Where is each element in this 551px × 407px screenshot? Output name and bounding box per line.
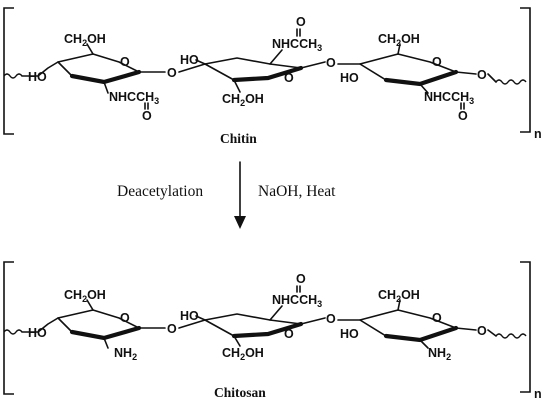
chitosan-right-bracket <box>520 261 531 393</box>
chitosan-glycosidic-oxygen-2: O <box>326 312 336 326</box>
chitin-right-chain-end <box>495 79 527 85</box>
chitosan-left-bracket <box>3 261 14 395</box>
reaction-right-label: NaOH, Heat <box>258 183 336 200</box>
chitin-ring3-ho: HO <box>340 71 359 85</box>
chitin-ring1-nhcch3: NHCCH3 <box>109 90 159 106</box>
deacetylation-step: Deacetylation NaOH, Heat <box>117 161 336 229</box>
chitin-ring3-ring-oxygen: O <box>432 55 442 69</box>
chitin-ring-2: O O NHCCH3 HO CH2OH <box>180 15 326 108</box>
chitosan-ring3-ho: HO <box>340 327 359 341</box>
chitin-ring-1: O CH2OH HO NHCCH3 O <box>21 32 166 123</box>
chitosan-ring3-nh2: NH2 <box>428 346 451 362</box>
reaction-arrowhead <box>234 216 246 229</box>
chitosan-left-chain-end <box>3 329 23 335</box>
chitin-ring3-carbonyl-o: O <box>458 109 468 123</box>
chitosan-ring2-ring-oxygen: O <box>284 327 294 341</box>
chitosan-ring1-nh2: NH2 <box>114 346 137 362</box>
chitin-ring1-ring-oxygen: O <box>120 55 130 69</box>
chitin-ring2-ho: HO <box>180 53 199 67</box>
chitosan-right-chain-end <box>495 333 527 339</box>
chitosan-glycosidic-oxygen-1: O <box>167 322 177 336</box>
chitosan-ring1-ch2oh: CH2OH <box>64 288 106 304</box>
chitosan-terminal-oxygen: O <box>477 324 487 338</box>
chitosan-ring1-ring-oxygen: O <box>120 311 130 325</box>
chitosan-ring-3: O CH2OH HO NH2 O <box>340 288 497 362</box>
chitosan-ring2-ch2oh: CH2OH <box>222 346 264 362</box>
chitin-ring3-ch2oh: CH2OH <box>378 32 420 48</box>
chitin-right-bracket <box>520 7 531 133</box>
chitin-ring1-carbonyl-o: O <box>142 109 152 123</box>
chitin-ring1-ho: HO <box>28 70 47 84</box>
chitin-ring-3: O CH2OH HO NHCCH3 O O <box>340 32 497 123</box>
chitin-glycosidic-oxygen-1: O <box>167 66 177 80</box>
chitin-left-bracket <box>3 7 14 135</box>
chitosan-structure: n O CH2OH HO NH2 O O O <box>3 261 542 401</box>
chitin-repeat-index: n <box>534 127 542 141</box>
chitin-ring2-ring-oxygen: O <box>284 71 294 85</box>
chitin-ring2-carbonyl-o: O <box>296 15 306 29</box>
chitin-ring2-ch2oh: CH2OH <box>222 92 264 108</box>
chitosan-ring2-ho: HO <box>180 309 199 323</box>
chitosan-ring1-ho: HO <box>28 326 47 340</box>
chitin-ring1-ch2oh: CH2OH <box>64 32 106 48</box>
chitosan-ring3-ch2oh: CH2OH <box>378 288 420 304</box>
chitin-caption: Chitin <box>220 131 257 146</box>
chitosan-ring3-ring-oxygen: O <box>432 311 442 325</box>
chitin-structure: n O CH2OH HO NHCCH3 O O <box>3 7 542 146</box>
chitin-glycosidic-oxygen-2: O <box>326 56 336 70</box>
chitin-terminal-oxygen: O <box>477 68 487 82</box>
chitosan-ring2-nhcch3: NHCCH3 <box>272 293 322 309</box>
chitin-ring2-nhcch3: NHCCH3 <box>272 37 322 53</box>
chitosan-ring-2: O O NHCCH3 HO CH2OH <box>180 272 326 362</box>
chitosan-caption: Chitosan <box>214 385 266 400</box>
chitosan-ring2-carbonyl-o: O <box>296 272 306 286</box>
reaction-left-label: Deacetylation <box>117 183 203 200</box>
chitin-left-chain-end <box>3 73 23 79</box>
chitin-ring3-nhcch3: NHCCH3 <box>424 90 474 106</box>
chitosan-ring-1: O CH2OH HO NH2 <box>21 288 166 362</box>
chitosan-repeat-index: n <box>534 387 542 401</box>
